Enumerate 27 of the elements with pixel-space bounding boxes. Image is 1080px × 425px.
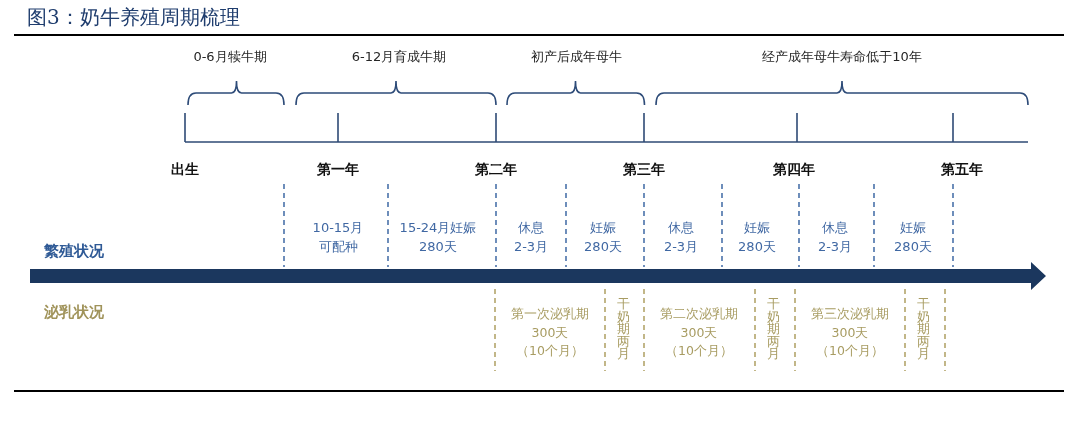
year-label: 第一年: [317, 160, 359, 178]
stage-label: 妊娠280天: [738, 219, 776, 256]
year-label: 出生: [171, 160, 199, 178]
stage-label: 15-24月妊娠280天: [399, 219, 477, 256]
year-label: 第四年: [773, 160, 815, 178]
year-label: 第五年: [941, 160, 983, 178]
dry-period-label: 干奶期两月: [916, 298, 930, 361]
row-label: 繁殖状况: [44, 241, 104, 261]
period-label: 6-12月育成牛期: [351, 48, 447, 66]
period-label: 0-6月犊牛期: [193, 48, 267, 66]
year-label: 第三年: [623, 160, 665, 178]
stage-label: 妊娠280天: [584, 219, 622, 256]
year-label: 第二年: [475, 160, 517, 178]
period-label: 初产后成年母牛: [530, 48, 622, 66]
stage-label: 休息2-3月: [513, 219, 549, 256]
stage-label: 休息2-3月: [663, 219, 699, 256]
stage-label: 10-15月可配种: [312, 219, 364, 256]
stage-label: 妊娠280天: [894, 219, 932, 256]
stage-label: 休息2-3月: [817, 219, 853, 256]
lactation-label: 第三次泌乳期300天（10个月）: [811, 305, 889, 360]
row-label: 泌乳状况: [44, 302, 104, 322]
lactation-label: 第二次泌乳期300天（10个月）: [660, 305, 738, 360]
period-label: 经产成年母牛寿命低于10年: [762, 48, 922, 66]
dry-period-label: 干奶期两月: [616, 298, 630, 361]
lactation-label: 第一次泌乳期300天（10个月）: [511, 305, 589, 360]
title: 图3：奶牛养殖周期梳理: [27, 4, 240, 30]
dry-period-label: 干奶期两月: [766, 298, 780, 361]
